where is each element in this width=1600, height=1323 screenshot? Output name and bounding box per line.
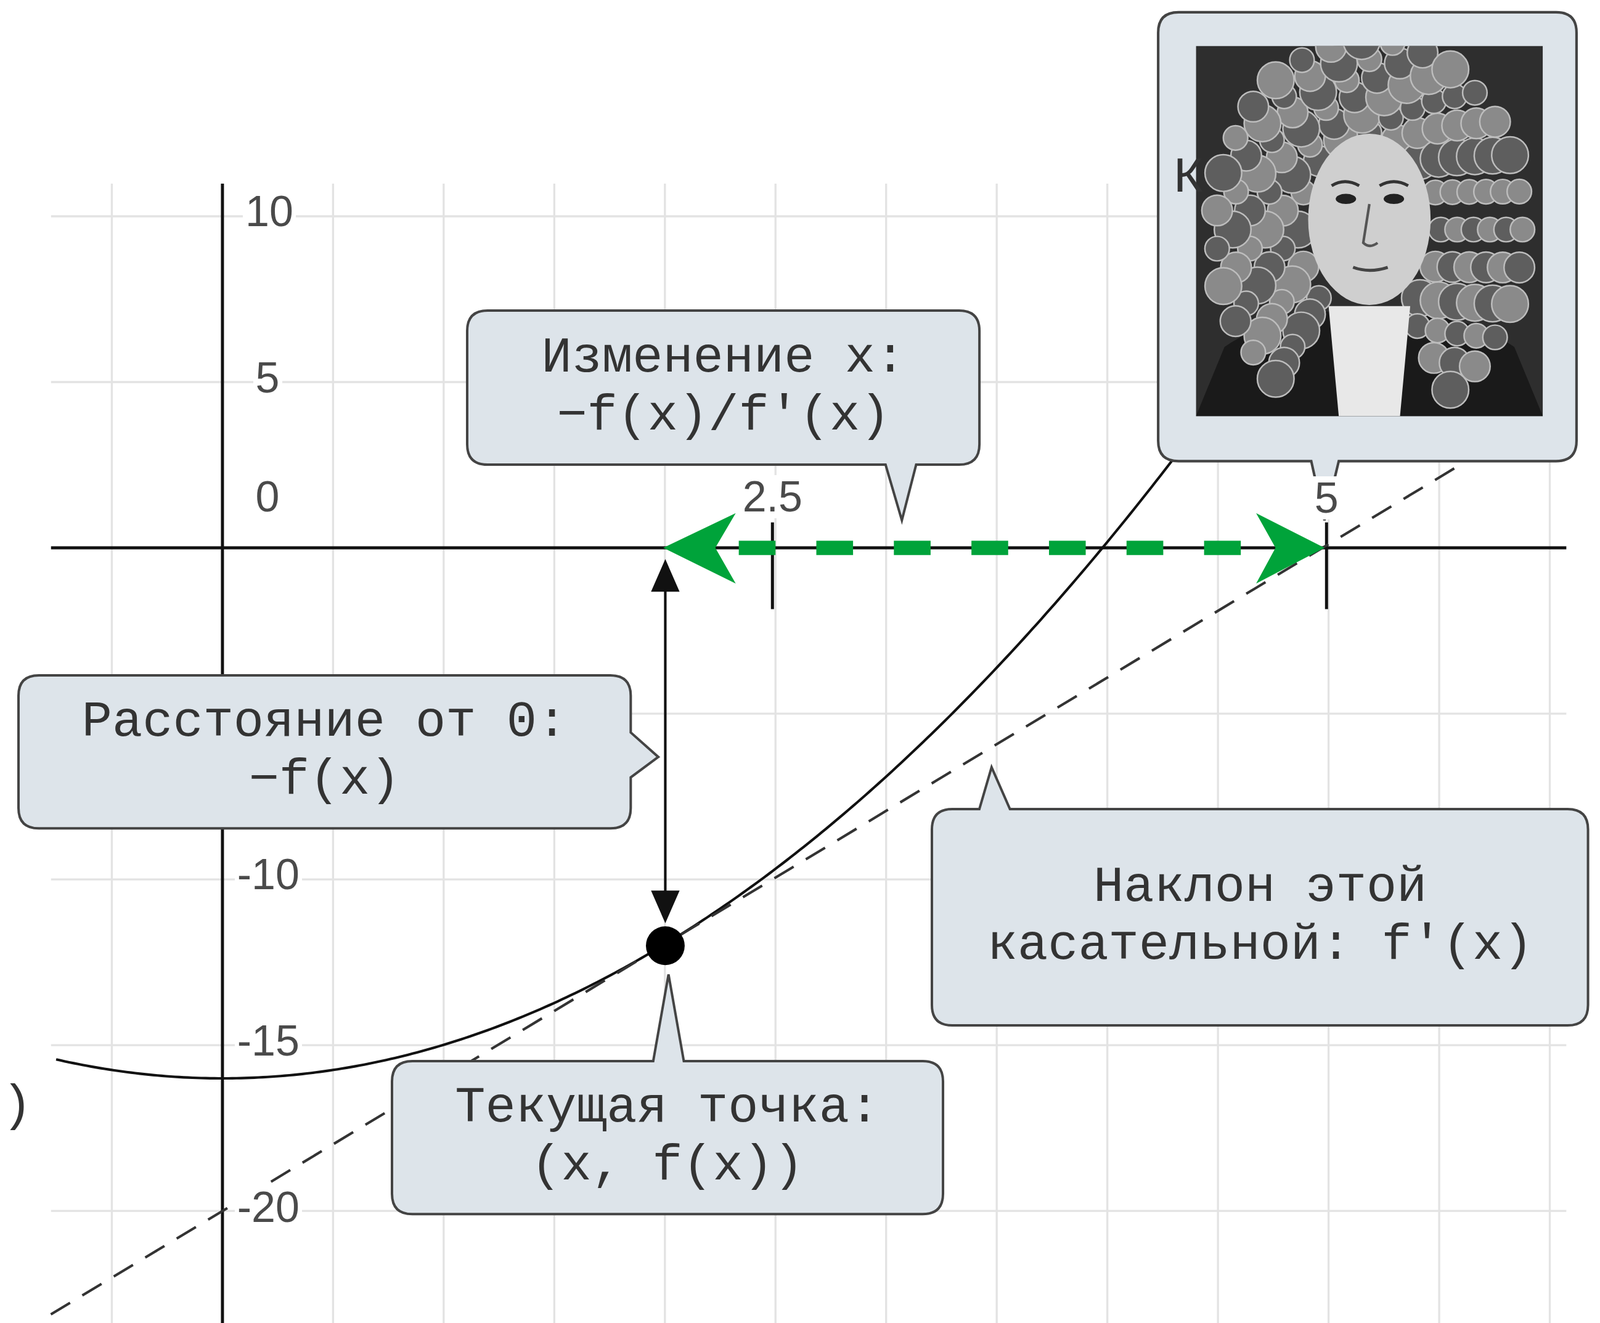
text-fragment: ) <box>1 1081 33 1133</box>
portrait-background <box>1195 46 1543 417</box>
step-arrow <box>663 513 1325 584</box>
hair-curl <box>1431 371 1469 409</box>
hair-curl <box>1482 325 1508 351</box>
callout-outline <box>18 675 659 829</box>
axis-tick <box>771 522 775 610</box>
hair-curl <box>1503 252 1535 283</box>
hair-curl <box>1204 267 1242 305</box>
portrait-nose <box>1363 204 1378 246</box>
grid-line <box>1106 183 1109 1323</box>
callout-body: Текущая точка: (x, f(x)) <box>446 1079 889 1197</box>
portrait-eye <box>1335 194 1356 205</box>
axis-tick-label: 10 <box>242 189 296 233</box>
callout-text: Наклон этой касательной: f'(x) <box>978 859 1543 976</box>
callout-outline <box>391 974 943 1215</box>
text-fragment: К <box>1173 153 1204 205</box>
hair-curl <box>1342 46 1380 60</box>
callout-outline <box>931 767 1589 1026</box>
portrait-mouth <box>1352 267 1388 271</box>
axis-tick-label: 5 <box>253 356 283 400</box>
hair-curl <box>1204 236 1230 262</box>
axis-tick-label: 0 <box>253 475 283 519</box>
callout-box: Текущая точка: (x, f(x)) <box>391 1061 943 1215</box>
callout-text: Изменение x: −f(x)/f'(x) <box>532 329 915 447</box>
hair-curl <box>1241 340 1266 365</box>
callout-text: Текущая точка: (x, f(x)) <box>446 1079 889 1197</box>
axis-tick <box>1325 522 1329 610</box>
hair-curl <box>1289 48 1315 73</box>
portrait-brows <box>1331 181 1409 187</box>
axis-tick-label: 5 <box>1312 476 1342 520</box>
portrait-face <box>1307 133 1431 306</box>
distance-line <box>663 589 667 894</box>
current-point <box>645 926 685 966</box>
hair-curl <box>1315 46 1347 63</box>
portrait-eye <box>1383 194 1405 205</box>
plot-group <box>51 12 1577 1323</box>
callout-text: Расстояние от 0: −f(x) <box>72 693 577 811</box>
newton-portrait <box>1195 46 1543 417</box>
arrow-head <box>650 890 680 924</box>
hair-curl <box>1510 217 1535 243</box>
callout-outline <box>467 310 980 521</box>
hair-curl <box>1257 360 1295 398</box>
grid-line <box>995 183 998 1323</box>
hair-curl <box>1204 154 1242 192</box>
hair-curl <box>1491 136 1529 174</box>
arrow-head <box>650 559 680 592</box>
portrait-callout <box>1158 12 1577 521</box>
axis-tick-label: -10 <box>234 853 303 897</box>
hair-curl <box>1257 62 1295 100</box>
callout-body: Изменение x: −f(x)/f'(x) <box>532 329 915 447</box>
arrow-head <box>663 513 736 584</box>
hair-curl <box>1479 106 1511 138</box>
hair-curl <box>1380 46 1406 56</box>
hair-curl <box>1201 195 1233 227</box>
axis-tick-label: -15 <box>234 1019 303 1063</box>
axis-tick-label: 2.5 <box>740 475 805 519</box>
hair-curl <box>1223 125 1249 151</box>
hair-curl <box>1238 91 1270 123</box>
arrow-head <box>1256 513 1325 584</box>
grid-lines <box>51 183 1567 1323</box>
hair-curl <box>1431 51 1469 89</box>
hair-curl <box>1506 179 1532 205</box>
portrait-cravat <box>1328 306 1411 417</box>
callout-body: Наклон этой касательной: f'(x) <box>978 859 1543 976</box>
hair-curl <box>1462 80 1488 106</box>
step-dashed-line <box>738 540 1258 555</box>
x-axis <box>51 546 1567 550</box>
hair-curl <box>1491 285 1529 323</box>
axis-tick-label: -20 <box>234 1185 303 1229</box>
distance-arrow <box>650 559 680 924</box>
callout-body: Расстояние от 0: −f(x) <box>72 693 577 811</box>
callout-box: Расстояние от 0: −f(x) <box>18 675 631 829</box>
hair-curl <box>1220 305 1252 337</box>
callout-box: Наклон этой касательной: f'(x) <box>931 809 1589 1026</box>
callout-box: Изменение x: −f(x)/f'(x) <box>467 310 980 465</box>
